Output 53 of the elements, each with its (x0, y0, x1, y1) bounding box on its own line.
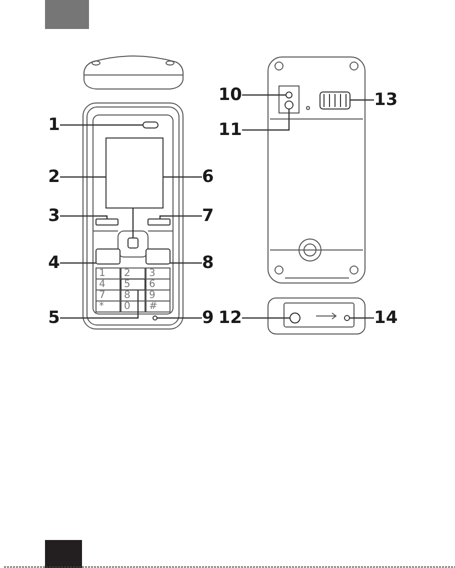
key-label: # (149, 301, 158, 312)
callout-number: 12 (218, 308, 242, 328)
callout-number: 6 (202, 167, 214, 187)
leader-line (242, 317, 290, 319)
headphone-jack (290, 312, 300, 324)
callout-number: 14 (374, 308, 398, 328)
callout-number: 5 (48, 308, 60, 328)
key (120, 278, 146, 290)
key-label: 8 (124, 290, 130, 301)
callout-number: 10 (218, 85, 242, 105)
key-label: 2 (124, 268, 130, 279)
callout-number: 7 (202, 206, 214, 226)
leader-line (60, 262, 96, 264)
leader-line (60, 290, 139, 319)
leader-line (170, 262, 202, 264)
callout-number: 1 (48, 115, 60, 135)
callout-number: 3 (48, 206, 60, 226)
key-label: 7 (99, 290, 106, 301)
leader-line (60, 124, 143, 126)
end-key (146, 248, 170, 264)
earpiece (142, 122, 158, 128)
key-label: 9 (149, 290, 156, 301)
key-label: 1 (99, 268, 106, 279)
callout-number: 9 (202, 308, 214, 328)
leader-line (242, 94, 286, 96)
key-label: 3 (149, 268, 156, 279)
callout-number: 2 (48, 167, 60, 187)
leader-line (159, 215, 202, 219)
flash (286, 92, 292, 98)
leader-line (350, 317, 374, 319)
key-label: 6 (149, 279, 156, 290)
screen (106, 138, 164, 208)
right-soft-key (148, 218, 170, 226)
callout-number: 4 (48, 253, 60, 273)
leader-line (242, 109, 290, 131)
call-key (96, 248, 120, 264)
leader-line (350, 99, 374, 101)
speaker-grill (320, 92, 350, 110)
key-label: 4 (99, 279, 106, 290)
key-label: 5 (124, 279, 130, 290)
indicator-dot (344, 315, 350, 321)
leader-line (60, 176, 106, 178)
callout-number: 11 (218, 120, 242, 140)
navigation-center-key (128, 238, 138, 248)
leader-line (60, 215, 108, 219)
callout-number: 8 (202, 253, 214, 273)
camera-lens (284, 100, 294, 110)
key-label: 0 (124, 301, 130, 312)
left-soft-key (96, 218, 118, 226)
microphone-hole (152, 316, 158, 320)
leader-line (157, 317, 202, 319)
key-label: * (99, 301, 104, 312)
callout-number: 13 (374, 90, 398, 110)
